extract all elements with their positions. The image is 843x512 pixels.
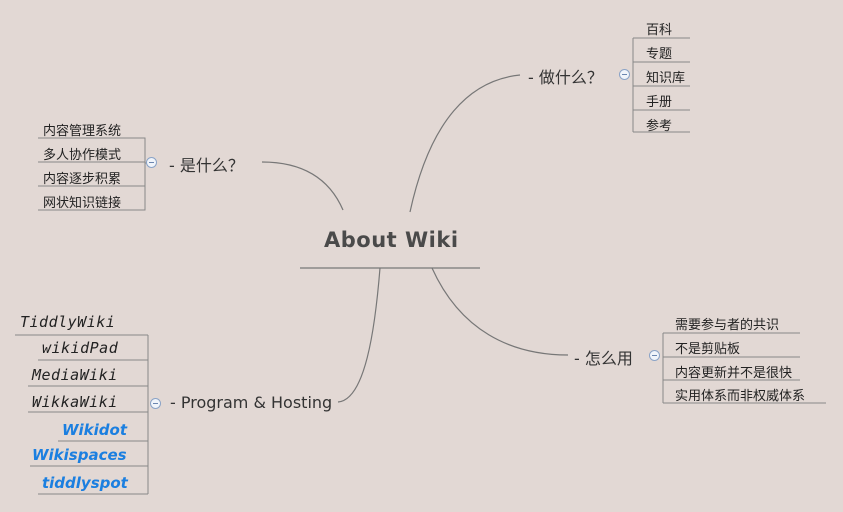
what-item-2[interactable]: 多人协作模式 bbox=[43, 148, 122, 163]
connector-do bbox=[409, 74, 521, 213]
branch-program[interactable]: - Program & Hosting bbox=[170, 393, 333, 412]
use-item-4[interactable]: 实用体系而非权威体系 bbox=[675, 389, 806, 404]
what-item-3[interactable]: 内容逐步积累 bbox=[43, 172, 122, 187]
connector-program bbox=[337, 267, 381, 403]
central-topic[interactable]: About Wiki bbox=[324, 228, 459, 252]
branch-do[interactable]: - 做什么？ bbox=[528, 68, 603, 87]
program-item-tiddlywiki[interactable]: TiddlyWiki bbox=[20, 313, 116, 331]
do-item-2[interactable]: 专题 bbox=[646, 47, 673, 62]
do-item-3[interactable]: 知识库 bbox=[646, 71, 686, 86]
do-item-1[interactable]: 百科 bbox=[646, 23, 673, 38]
what-item-4[interactable]: 网状知识链接 bbox=[43, 196, 122, 211]
program-link-wikispaces[interactable]: Wikispaces bbox=[32, 446, 127, 464]
what-item-1[interactable]: 内容管理系统 bbox=[43, 124, 122, 139]
use-leaf-boxes bbox=[662, 332, 826, 404]
do-leaf-boxes bbox=[632, 37, 690, 133]
branch-use[interactable]: - 怎么用 bbox=[574, 349, 633, 368]
collapse-use-icon[interactable] bbox=[649, 350, 660, 361]
program-item-mediawiki[interactable]: MediaWiki bbox=[32, 366, 118, 384]
program-item-wikidpad[interactable]: wikidPad bbox=[42, 339, 119, 357]
connector-what bbox=[261, 161, 344, 211]
collapse-program-icon[interactable] bbox=[150, 398, 161, 409]
program-link-wikidot[interactable]: Wikidot bbox=[62, 421, 128, 439]
program-leaf-boxes bbox=[15, 334, 149, 495]
program-item-wikkawiki[interactable]: WikkaWiki bbox=[32, 393, 118, 411]
collapse-what-icon[interactable] bbox=[146, 157, 157, 168]
use-item-3[interactable]: 内容更新并不是很快 bbox=[675, 366, 793, 381]
program-link-tiddlyspot[interactable]: tiddlyspot bbox=[42, 474, 128, 492]
use-item-1[interactable]: 需要参与者的共识 bbox=[675, 318, 780, 333]
collapse-do-icon[interactable] bbox=[619, 69, 630, 80]
branch-what[interactable]: - 是什么？ bbox=[169, 156, 244, 175]
use-item-2[interactable]: 不是剪贴板 bbox=[675, 342, 741, 357]
do-item-4[interactable]: 手册 bbox=[646, 95, 673, 110]
connector-use bbox=[431, 267, 569, 356]
do-item-5[interactable]: 参考 bbox=[646, 119, 673, 134]
